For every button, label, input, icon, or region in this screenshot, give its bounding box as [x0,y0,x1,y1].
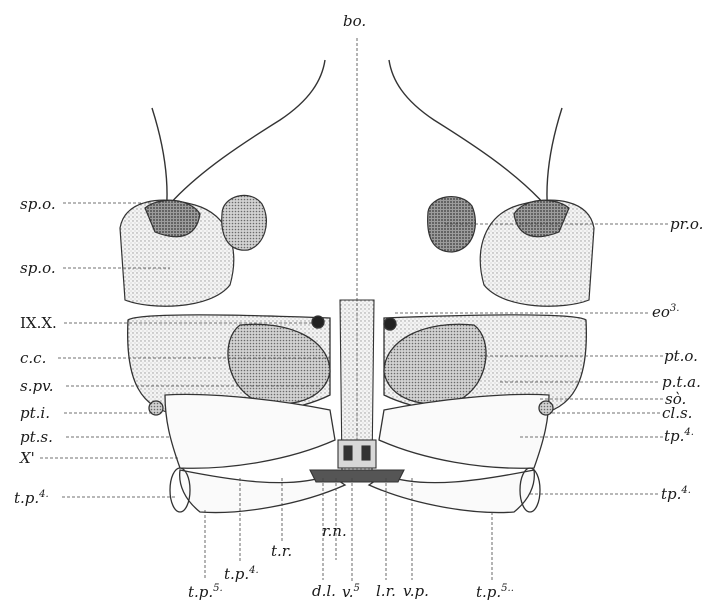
label-t-r: t.r. [271,544,292,559]
label-ix-x: IX.X. [20,316,57,331]
label-pt-s: pt.s. [20,430,53,445]
label-tp5-left: t.p.5. [188,584,223,600]
label-pt-i: pt.i. [20,406,50,421]
label-l-r: l.r. [376,584,396,599]
label-sp-o-lower: sp.o. [20,261,56,276]
label-v-p: v.p. [403,584,429,599]
label-tp4-bottom: t.p.4. [224,566,259,582]
label-d-l: d.l. [312,584,336,599]
label-p-t-a: p.t.a. [662,375,701,390]
label-r-n: r.n. [322,524,347,539]
label-tp4-right-upper: tp.4. [664,428,694,444]
label-cl-s: cl.s. [662,406,692,421]
label-x-prime: X' [20,451,35,466]
label-s-pv: s.pv. [20,379,54,394]
label-pr-o: pr.o. [670,217,703,232]
label-sp-o-upper: sp.o. [20,197,56,212]
label-pt-o: pt.o. [664,349,698,364]
label-tp5-right: t.p.5.. [476,584,514,600]
label-c-c: c.c. [20,351,46,366]
label-eo3: eo3. [652,304,679,320]
label-v5: v.5 [342,584,360,600]
label-tp4-left: t.p.4. [14,490,49,506]
label-tp4-right-lower: tp.4. [661,486,691,502]
label-bo: bo. [343,14,366,29]
